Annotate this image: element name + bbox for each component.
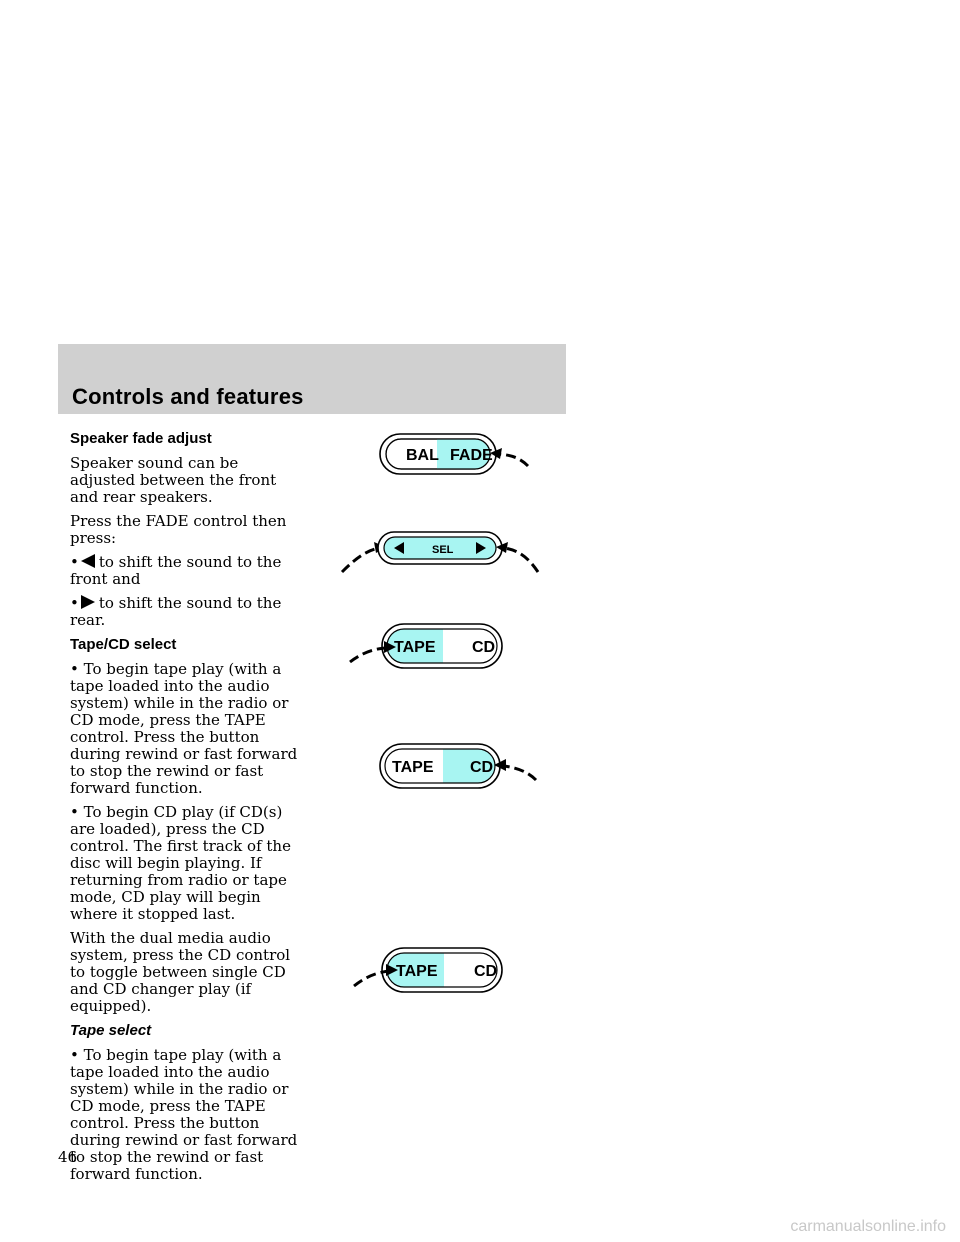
watermark: carmanualsonline.info — [790, 1218, 946, 1235]
page-title: Controls and features — [72, 384, 304, 409]
figure-sel: SEL — [320, 520, 560, 580]
pointer-arrow-left — [340, 546, 381, 574]
bal-button[interactable]: BAL — [406, 447, 439, 464]
section-heading-fade: Speaker fade adjust — [70, 430, 212, 447]
arrow-head-icon — [386, 964, 398, 976]
tape-cd-bullet-1: • To begin tape play (with a tape loaded… — [70, 660, 298, 797]
fade-bullet-front: •to shift the sound to the front and — [70, 553, 282, 588]
pointer-arrow — [497, 452, 530, 468]
text-column: Speaker fade adjust Speaker sound can be… — [70, 430, 306, 1190]
figure-tape-cd-3: TAPE CD — [320, 944, 560, 1000]
cd-highlight — [443, 749, 495, 783]
pointer-arrow — [503, 764, 538, 782]
control-inner-outline — [384, 748, 496, 784]
page-number: 46 — [58, 1148, 78, 1166]
right-arrow-icon — [80, 595, 95, 609]
arrow-head-icon — [496, 542, 508, 553]
left-arrow-icon[interactable] — [394, 542, 404, 554]
right-arrow-icon[interactable] — [476, 542, 486, 554]
cd-button[interactable]: CD — [470, 759, 493, 776]
fade-button[interactable]: FADE — [450, 447, 493, 464]
sel-control-highlight — [383, 536, 497, 560]
tape-highlight — [387, 629, 443, 663]
section-header-band: Controls and features — [58, 344, 566, 414]
figure-tape-cd-1: TAPE CD — [320, 620, 560, 676]
cd-button[interactable]: CD — [472, 639, 495, 656]
tape-cd-bullet-2: • To begin CD play (if CD(s) are loaded)… — [70, 803, 291, 923]
fade-bullet-front-text: to shift the sound to the front and — [70, 553, 282, 588]
figure-tape-cd-2: TAPE CD — [320, 740, 560, 796]
fade-paragraph-2: Press the FADE control then press: — [70, 512, 287, 547]
tape-cd-bullet-1-text: To begin tape play (with a tape loaded i… — [70, 660, 298, 797]
fade-highlight — [437, 439, 490, 469]
tape-button[interactable]: TAPE — [394, 639, 436, 656]
tape-bullet-1: • To begin tape play (with a tape loaded… — [70, 1046, 298, 1183]
tape-cd-paragraph: With the dual media audio system, press … — [70, 929, 291, 1015]
left-arrow-icon — [80, 554, 95, 568]
tape-button[interactable]: TAPE — [392, 759, 434, 776]
fade-bullet-rear: •to shift the sound to the rear. — [70, 594, 282, 629]
arrow-head-icon — [494, 759, 506, 771]
fade-bullet-rear-text: to shift the sound to the rear. — [70, 594, 282, 629]
arrow-head-icon — [384, 641, 396, 653]
fade-paragraph-1: Speaker sound can be adjusted between th… — [70, 454, 277, 506]
section-heading-tape-cd: Tape/CD select — [70, 636, 177, 653]
section-heading-tape: Tape select — [70, 1022, 152, 1039]
figure-bal-fade: BAL FADE — [320, 428, 560, 484]
tape-button[interactable]: TAPE — [396, 963, 438, 980]
arrow-head-icon — [490, 448, 502, 459]
cd-button[interactable]: CD — [474, 963, 497, 980]
sel-button[interactable]: SEL — [432, 544, 454, 556]
tape-cd-bullet-2-text: To begin CD play (if CD(s) are loaded), … — [70, 803, 291, 923]
tape-bullet-1-text: To begin tape play (with a tape loaded i… — [70, 1046, 298, 1183]
tape-highlight — [387, 953, 444, 987]
pointer-arrow-right — [503, 546, 540, 573]
